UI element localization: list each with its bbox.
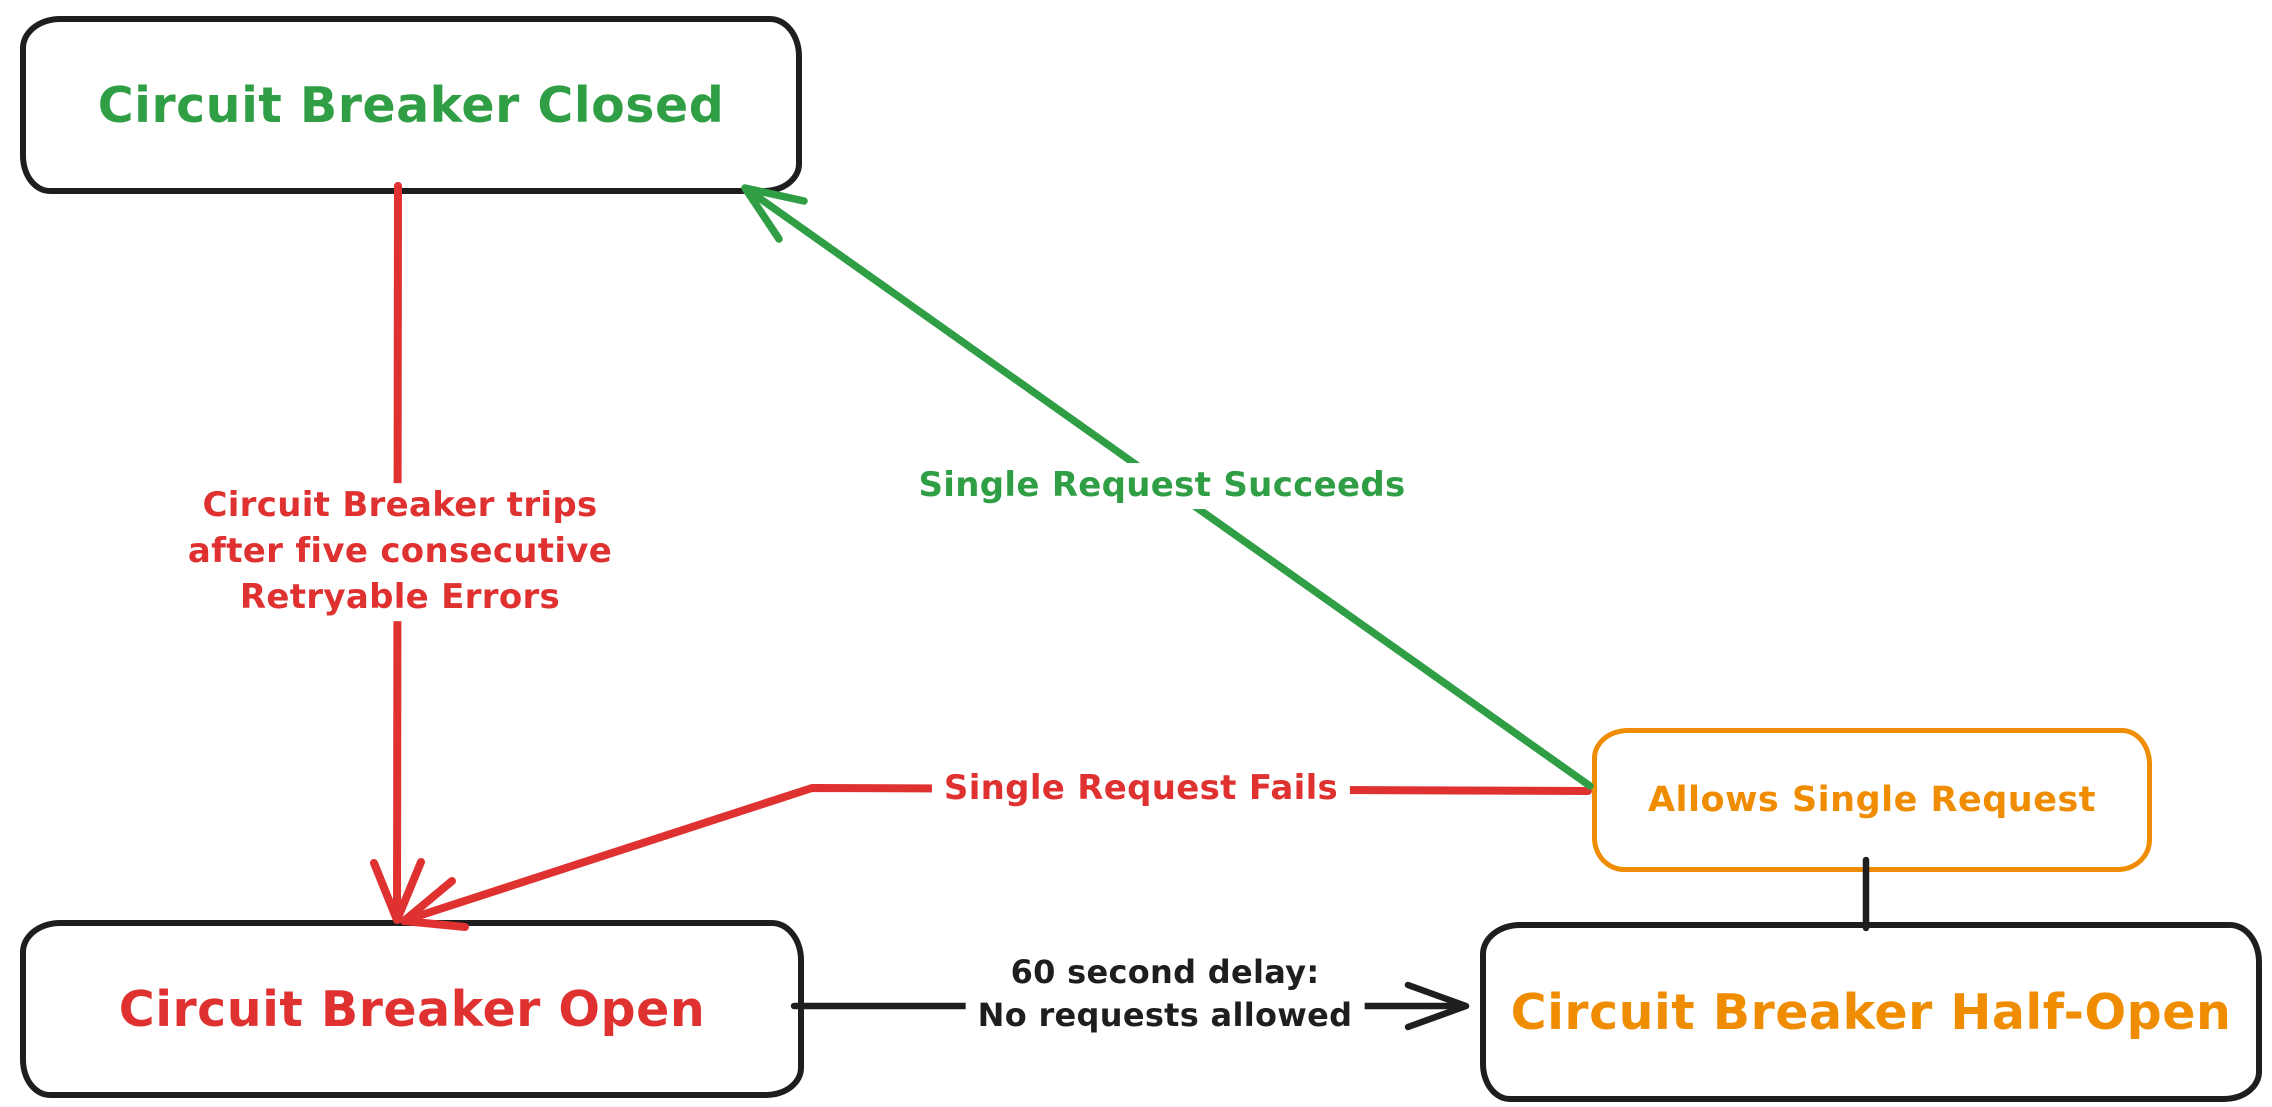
edge-label-fails: Single Request Fails: [931, 766, 1351, 812]
edge-delay-arrowhead: [1404, 981, 1470, 1031]
edge-label-trips-line-3: Retryable Errors: [239, 576, 561, 617]
node-circuit-breaker-half-open: Circuit Breaker Half-Open: [1480, 922, 2262, 1102]
edge-label-delay: 60 second delay: No requests allowed: [965, 950, 1365, 1038]
edge-fails-arrowhead: [400, 877, 469, 931]
edge-label-trips-line-1: Circuit Breaker trips: [202, 485, 598, 526]
node-allows-label: Allows Single Request: [1647, 780, 2097, 820]
node-open-label: Circuit Breaker Open: [118, 980, 706, 1038]
edge-label-succeeds: Single Request Succeeds: [906, 463, 1418, 509]
edge-label-trips: Circuit Breaker trips after five consecu…: [175, 483, 625, 621]
edge-trips-arrowhead: [370, 858, 425, 924]
edge-label-delay-line-1: 60 second delay:: [1010, 952, 1320, 991]
edge-succeeds-arrowhead: [741, 184, 808, 243]
node-allows-single-request: Allows Single Request: [1592, 728, 2152, 872]
edge-label-fails-text: Single Request Fails: [943, 768, 1339, 809]
node-half-open-label: Circuit Breaker Half-Open: [1510, 983, 2232, 1041]
edge-label-delay-line-2: No requests allowed: [977, 996, 1353, 1034]
node-circuit-breaker-closed: Circuit Breaker Closed: [20, 16, 802, 194]
node-closed-label: Circuit Breaker Closed: [97, 76, 725, 134]
edge-label-succeeds-text: Single Request Succeeds: [918, 465, 1406, 506]
edge-label-trips-line-2: after five consecutive: [187, 531, 613, 572]
node-circuit-breaker-open: Circuit Breaker Open: [20, 920, 804, 1098]
